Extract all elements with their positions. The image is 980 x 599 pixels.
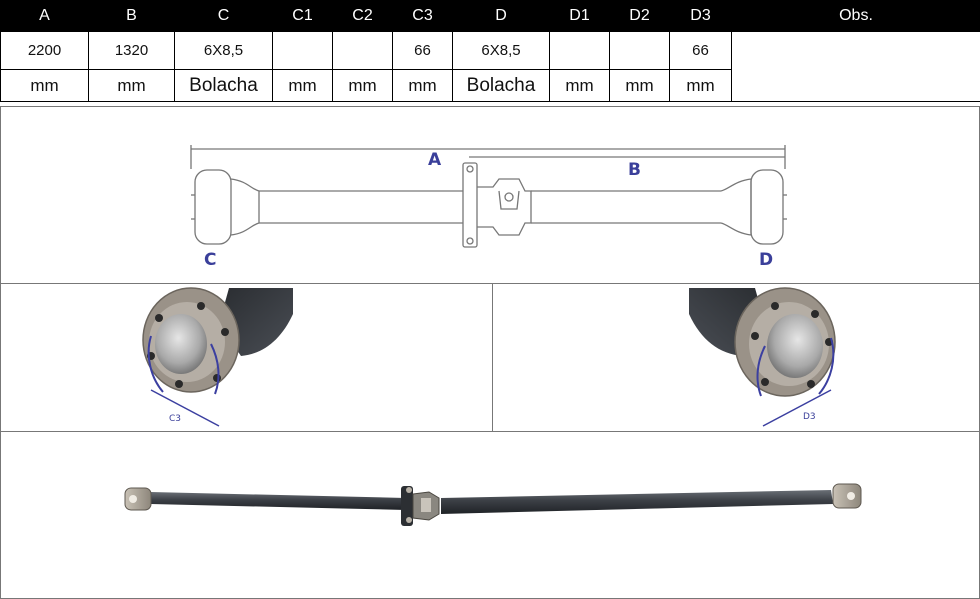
unit-c2: mm	[332, 69, 393, 102]
center-support	[401, 486, 413, 526]
unit-d: Bolacha	[452, 69, 550, 102]
unit-d3: mm	[669, 69, 732, 102]
header-c2: C2	[332, 0, 393, 32]
shaft-line-drawing: A B C D	[190, 145, 787, 270]
value-b: 1320	[88, 31, 175, 70]
obs-cell	[731, 31, 980, 102]
header-a: A	[0, 0, 89, 32]
value-d2	[609, 31, 670, 70]
value-c2	[332, 31, 393, 70]
unit-c1: mm	[272, 69, 333, 102]
value-a: 2200	[0, 31, 89, 70]
value-d1	[549, 31, 610, 70]
header-c1: C1	[272, 0, 333, 32]
flange-c-photo: C3	[142, 287, 293, 427]
full-shaft-photo	[124, 483, 862, 526]
value-c: 6X8,5	[174, 31, 273, 70]
header-obs: Obs.	[731, 0, 980, 32]
header-d2: D2	[609, 0, 670, 32]
header-d1: D1	[549, 0, 610, 32]
flange-d-photo: D3	[689, 287, 836, 427]
header-c3: C3	[392, 0, 453, 32]
flange-c-panel: C3	[0, 283, 494, 433]
unit-d2: mm	[609, 69, 670, 102]
header-d: D	[452, 0, 550, 32]
value-c1	[272, 31, 333, 70]
units-row: mm mm Bolacha mm mm mm Bolacha mm mm mm	[0, 69, 980, 102]
dimensions-table: A B C C1 C2 C3 D D1 D2 D3 Obs. 2200 1320…	[0, 0, 980, 102]
full-shaft-panel	[0, 431, 980, 599]
label-c: C	[204, 250, 216, 270]
end-cap-c	[194, 169, 232, 245]
label-b: B	[628, 160, 641, 180]
label-a: A	[428, 150, 442, 170]
end-cap-d	[750, 169, 784, 245]
header-b: B	[88, 0, 175, 32]
unit-c: Bolacha	[174, 69, 273, 102]
header-row: A B C C1 C2 C3 D D1 D2 D3 Obs.	[0, 0, 980, 32]
flange-d-panel: D3	[492, 283, 980, 433]
value-d3: 66	[669, 31, 732, 70]
unit-a: mm	[0, 69, 89, 102]
c3-arc	[147, 335, 164, 393]
value-c3: 66	[392, 31, 453, 70]
left-flange	[124, 487, 152, 511]
d3-arc	[818, 337, 835, 395]
unit-b: mm	[88, 69, 175, 102]
values-row: 2200 1320 6X8,5 66 6X8,5 66	[0, 31, 980, 102]
label-d: D	[759, 250, 773, 270]
flange-c-label: C3	[169, 414, 181, 424]
flange-d-label: D3	[803, 412, 816, 422]
header-c: C	[174, 0, 273, 32]
unit-c3: mm	[392, 69, 453, 102]
value-d: 6X8,5	[452, 31, 550, 70]
center-bearing	[462, 162, 478, 248]
shaft-diagram-panel: A B C D	[0, 106, 980, 284]
unit-d1: mm	[549, 69, 610, 102]
header-d3: D3	[669, 0, 732, 32]
